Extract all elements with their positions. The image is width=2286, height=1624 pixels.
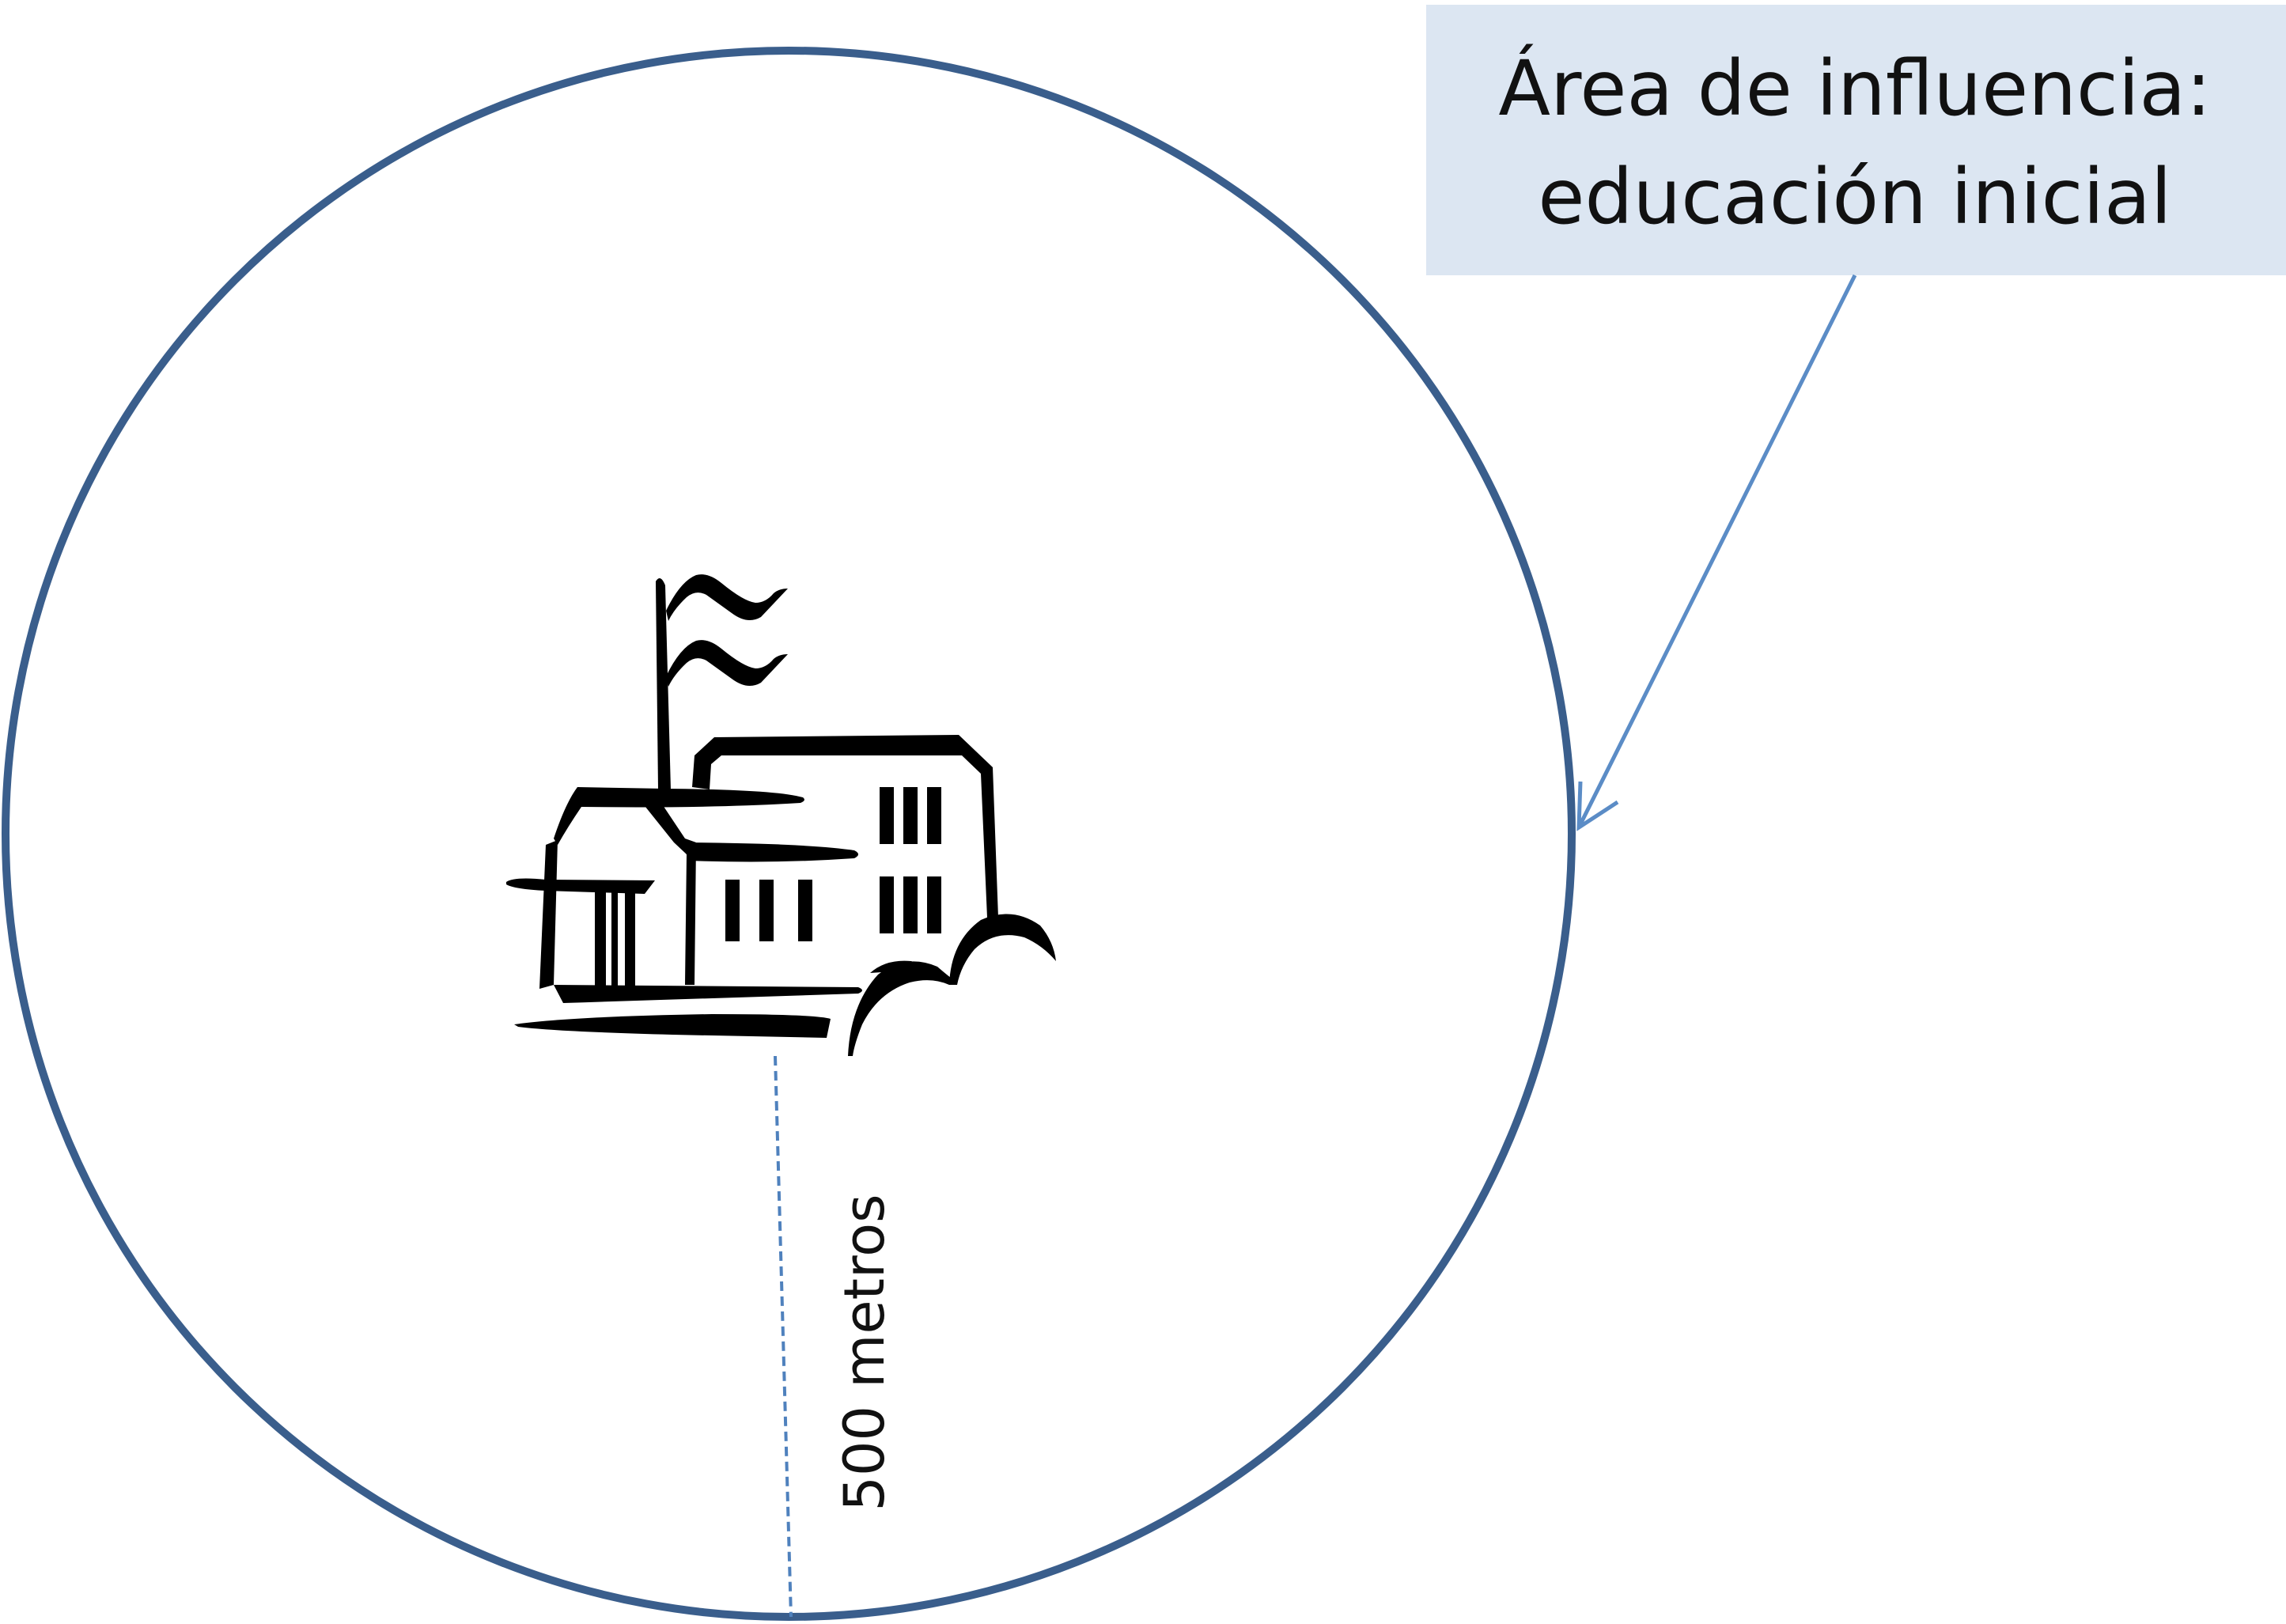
callout: Área de influencia: educación inicial [1426,5,2286,275]
leader-line [1576,274,1857,829]
callout-title-line1: Área de influencia: [1498,44,2211,133]
callout-box [1426,5,2286,275]
radius-line [774,1055,793,1618]
radius-label: 500 metros [832,1194,897,1511]
leader-arrowhead [1576,781,1619,831]
callout-title-line2: educación inicial [1538,153,2171,241]
influence-area-circle [2,47,1576,1621]
callout-leader-arrow [1576,274,1857,831]
school-building-icon [506,574,1056,1056]
